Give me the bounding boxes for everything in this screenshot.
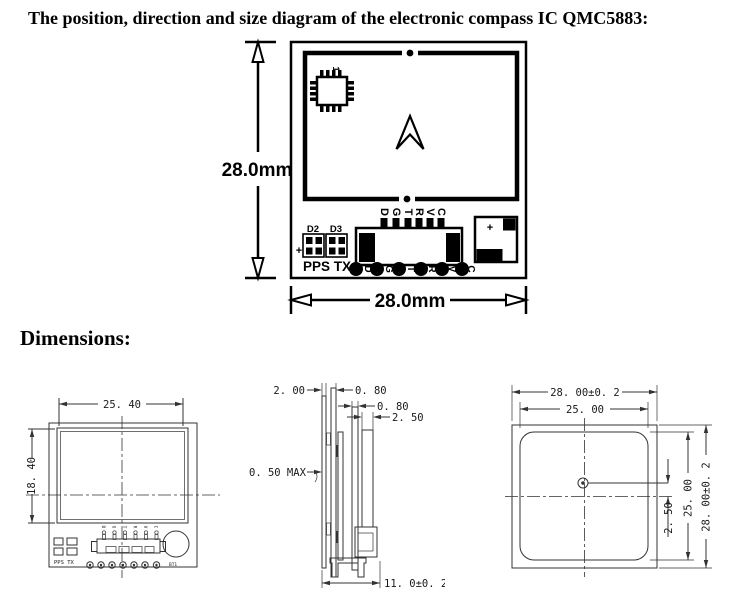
led-d2-label: D2 [307, 224, 319, 235]
side-view-drawing: 2. 00 0. 80 0. 80 2. 50 0. 50 MAX [249, 383, 445, 590]
side-battery-plate [361, 429, 374, 528]
bottom-pin-labels: D G T R V C [362, 265, 476, 273]
board-height-dimension: 28.0mm [222, 38, 293, 282]
ic-pin1-mark: 1 [330, 66, 341, 72]
antenna-feed-dot-bottom [403, 195, 411, 203]
svg-text:G: G [390, 208, 402, 217]
side-shield-plate [351, 406, 359, 571]
silk-pps-tx-label: PPS TX [303, 259, 351, 274]
back-view-drawing: 28. 00±0. 2 25. 00 25. 00 28. 00±0. 2 2.… [505, 385, 713, 577]
svg-text:R: R [413, 208, 425, 216]
svg-text:G: G [111, 526, 117, 529]
side-component-plate [337, 431, 344, 561]
side-connector [354, 526, 378, 558]
back-centerlines [505, 418, 672, 577]
top-pin-labels: D G T R V C [378, 208, 447, 217]
side-structure [321, 387, 378, 578]
svg-text:T: T [405, 266, 416, 272]
front-battery [162, 530, 190, 558]
antenna-region [302, 47, 520, 204]
back-outer-width-dim: 28. 00±0. 2 [511, 385, 658, 421]
led-d3: D3 [325, 224, 348, 258]
front-view-drawing: 25. 40 18. 40 PPS TX D G T R V C [26, 398, 220, 578]
svg-text:C: C [465, 265, 476, 272]
side-antenna-thickness-dim: 2. 00 [273, 383, 327, 397]
svg-text:V: V [142, 526, 148, 529]
top-pin-pads [380, 218, 445, 229]
board-outline [289, 40, 528, 280]
battery-pad: + [473, 215, 519, 264]
front-battery-label: BT1 [169, 562, 177, 568]
svg-text:V: V [424, 208, 436, 216]
front-silk-pads [53, 537, 78, 556]
back-antenna-outline [519, 431, 649, 561]
svg-text:C: C [435, 208, 447, 216]
back-antenna-width-dim: 25. 00 [519, 402, 649, 428]
front-width-label: 25. 40 [103, 399, 141, 411]
svg-text:D: D [362, 265, 373, 272]
svg-text:R: R [426, 265, 437, 273]
back-outer-width-label: 28. 00±0. 2 [550, 387, 620, 399]
front-height-label: 18. 40 [26, 457, 38, 495]
side-component-max-label: 0. 50 MAX [249, 467, 307, 479]
board-width-dimension: 28.0mm [287, 286, 530, 314]
side-shield-thickness-label: 0. 80 [377, 401, 409, 413]
back-feed-point [577, 477, 668, 489]
led-d3-label: D3 [330, 224, 342, 235]
side-component-max-dim: 0. 50 MAX [249, 467, 322, 483]
board-width-label: 28.0mm [375, 291, 446, 312]
battery-plus-label: + [487, 222, 493, 234]
led-d2: D2 [302, 224, 325, 258]
side-pcb-thickness-label: 0. 80 [355, 385, 387, 397]
north-arrow-icon [395, 113, 425, 150]
svg-text:R: R [132, 526, 138, 529]
front-width-dimension: 25. 40 [58, 398, 184, 426]
back-feed-offset-label: 2. 50 [663, 502, 675, 534]
front-height-dimension: 18. 40 [26, 428, 55, 524]
dimensions-heading: Dimensions: [20, 326, 131, 350]
front-mount-pads [86, 561, 161, 569]
side-total-thickness-label: 11. 0±0. 2 [384, 578, 445, 590]
antenna-feed-dot-top [406, 49, 414, 57]
svg-text:T: T [121, 526, 127, 529]
svg-text:D: D [378, 208, 390, 216]
side-total-thickness-dim: 11. 0±0. 2 [321, 561, 445, 590]
back-antenna-width-label: 25. 00 [566, 404, 604, 416]
connector [349, 226, 469, 276]
side-connector-legs [329, 557, 367, 578]
side-pcb-thickness-dim: 0. 80 [335, 383, 387, 397]
back-outer-height-label: 28. 00±0. 2 [701, 462, 713, 532]
front-centerlines [26, 416, 220, 578]
svg-text:C: C [153, 526, 159, 529]
page-title: The position, direction and size diagram… [28, 8, 649, 28]
svg-text:D: D [100, 526, 106, 529]
side-antenna-plate [321, 395, 327, 569]
side-antenna-thickness-label: 2. 00 [273, 385, 305, 397]
side-shield-thickness-dim: 0. 80 [338, 401, 409, 413]
svg-text:T: T [402, 209, 414, 216]
svg-text:V: V [446, 266, 457, 273]
led-plus-label: + [296, 245, 302, 257]
svg-text:G: G [383, 265, 394, 273]
back-feed-offset-dim: 2. 50 [663, 459, 675, 537]
front-silk-label: PPS TX [54, 560, 75, 566]
side-battery-thickness-label: 2. 50 [392, 412, 424, 424]
back-outer-height-dim: 28. 00±0. 2 [659, 424, 713, 569]
compass-ic: 1 [310, 66, 354, 112]
side-pcb-plate [330, 387, 337, 578]
board-height-label: 28.0mm [222, 160, 293, 181]
back-antenna-height-label: 25. 00 [683, 479, 695, 517]
board-diagram: 1 D G T R V C D G T R V C D2 [222, 38, 530, 314]
side-battery-thickness-dim: 2. 50 [347, 412, 424, 430]
back-antenna-height-dim: 25. 00 [650, 431, 695, 561]
front-connector: D G T R V C [91, 526, 166, 554]
